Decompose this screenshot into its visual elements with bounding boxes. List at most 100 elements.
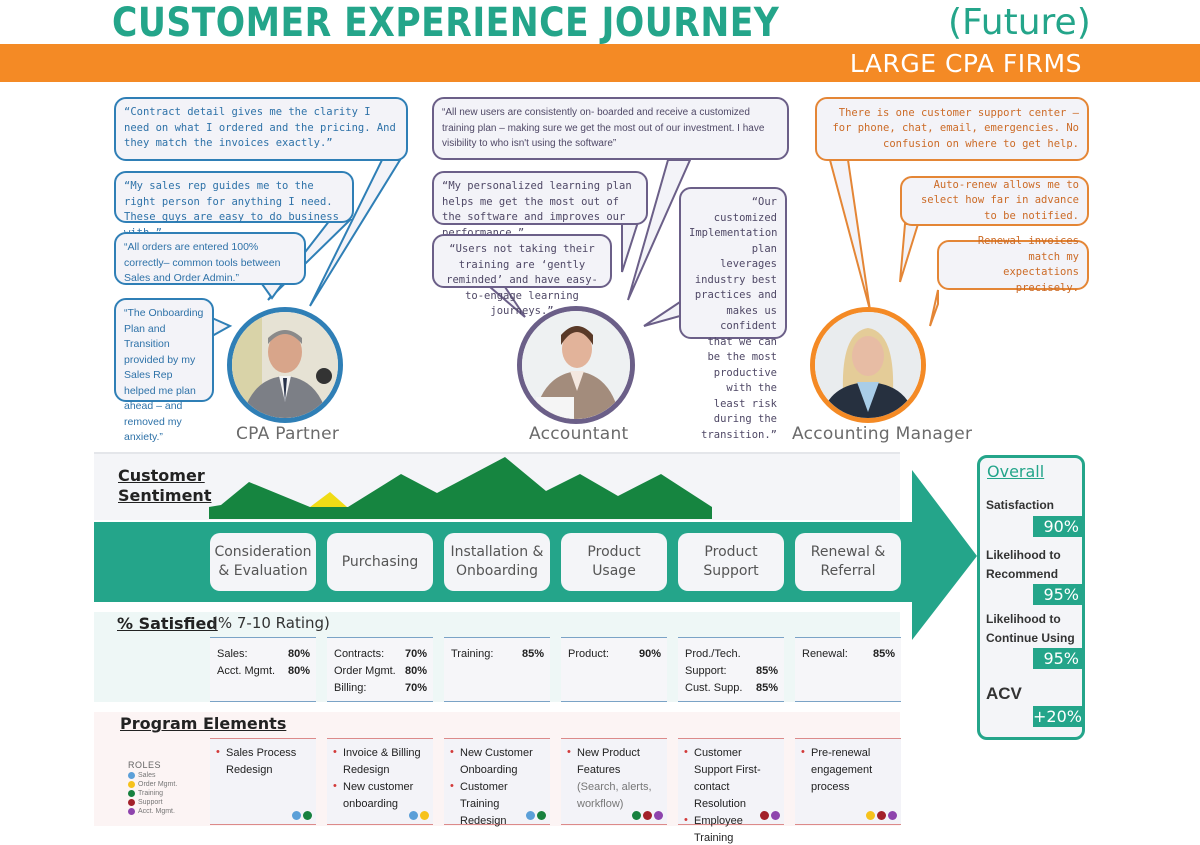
stage-label: & Evaluation: [218, 563, 308, 579]
satisfied-value: 85%: [755, 682, 778, 694]
quote-bubble: “Our customized Implementation plan leve…: [679, 187, 787, 441]
stage-consideration[interactable]: Consideration & Evaluation: [210, 533, 316, 591]
satisfied-subheading: (% 7-10 Rating): [212, 614, 330, 632]
role-dots: [409, 811, 429, 820]
stage-renewal[interactable]: Renewal &Referral: [795, 533, 901, 591]
accounting-manager-avatar: [810, 307, 926, 423]
program-card: Invoice & Billing RedesignNew customer o…: [327, 738, 433, 825]
persona-name: CPA Partner: [236, 424, 340, 444]
quote-text: “My personalized learning plan helps me …: [442, 180, 632, 239]
role-name: Sales: [138, 772, 156, 779]
role-dot-icon: [420, 811, 429, 820]
program-item: Customer Training Redesign: [450, 778, 546, 830]
stage-label: Referral: [820, 563, 876, 579]
overall-heading: Overall: [987, 462, 1045, 481]
role-name: Support: [138, 799, 163, 806]
roles-title: ROLES: [128, 760, 162, 770]
role-dots: [866, 811, 897, 820]
program-card: New Product Features(Search, alerts, wor…: [561, 738, 667, 825]
satisfied-label: Product:: [568, 648, 609, 660]
quote-text: There is one customer support center – f…: [832, 106, 1079, 150]
satisfied-value: 70%: [404, 648, 427, 660]
role-dot-icon: [128, 772, 135, 779]
satisfied-row: Sales: 80%: [217, 646, 310, 663]
role-dot-icon: [128, 790, 135, 797]
program-item: Customer Support First-contact Resolutio…: [684, 744, 780, 813]
satisfied-card: Renewal:85%: [795, 637, 901, 702]
role-dot-icon: [771, 811, 780, 820]
quote-text: Renewal invoices match my expectations p…: [977, 235, 1079, 294]
role-dot-icon: [537, 811, 546, 820]
quote-text: “Contract detail gives me the clarity I …: [124, 106, 396, 149]
stage-label: Product: [587, 544, 641, 560]
title-main: CUSTOMER EXPERIENCE JOURNEY: [112, 0, 780, 46]
program-item: Invoice & Billing Redesign: [333, 744, 429, 779]
persona-name: Accounting Manager: [792, 424, 973, 444]
role-dots: [526, 811, 546, 820]
stage-installation[interactable]: Installation & Onboarding: [444, 533, 550, 591]
role-dot-icon: [643, 811, 652, 820]
satisfied-label: Sales:: [217, 648, 248, 660]
metric-label-line: Continue Using: [986, 631, 1075, 645]
title-suffix: (Future): [948, 2, 1091, 43]
role-legend-item: Training: [128, 789, 177, 798]
satisfied-label: Support:: [685, 665, 727, 677]
satisfied-label: Prod./Tech.: [685, 648, 741, 660]
role-dot-icon: [128, 799, 135, 806]
stage-label: Installation &: [450, 544, 544, 560]
role-name: Training: [138, 790, 164, 797]
satisfied-label: Contracts:: [334, 648, 385, 660]
satisfied-value: 90%: [638, 648, 661, 660]
stage-label: Onboarding: [456, 563, 538, 579]
satisfied-label: Renewal:: [802, 648, 848, 660]
program-item: Sales Process Redesign: [216, 744, 312, 779]
program-item: New customer onboarding: [333, 778, 429, 813]
program-card: Pre-renewal engagement process: [795, 738, 901, 825]
metric-label-line: Recommend: [986, 567, 1059, 581]
person-photo-icon: [522, 311, 630, 419]
satisfied-value: 70%: [404, 682, 427, 694]
metric-value: 95%: [1033, 648, 1083, 669]
accountant-avatar: [517, 306, 635, 424]
satisfied-row: Billing:70%: [334, 680, 427, 697]
program-item: New Product Features: [567, 744, 663, 779]
stage-purchasing[interactable]: Purchasing: [327, 533, 433, 591]
satisfied-row: Prod./Tech.: [685, 646, 778, 663]
satisfied-value: 85%: [755, 665, 778, 677]
satisfied-row: Acct. Mgmt.80%: [217, 663, 310, 680]
satisfied-row: Renewal:85%: [802, 646, 895, 663]
page-title: CUSTOMER EXPERIENCE JOURNEY (Future): [112, 0, 1091, 46]
satisfied-value: 80%: [287, 648, 310, 660]
quote-bubble: There is one customer support center – f…: [815, 97, 1089, 161]
quote-text: “All new users are consistently on- boar…: [442, 107, 765, 149]
role-dots: [760, 811, 780, 820]
program-heading: Program Elements: [120, 714, 287, 733]
role-dot-icon: [760, 811, 769, 820]
program-card: New Customer OnboardingCustomer Training…: [444, 738, 550, 827]
role-legend-item: Acct. Mgmt.: [128, 807, 177, 816]
quote-bubble: Renewal invoices match my expectations p…: [937, 235, 1089, 294]
role-dot-icon: [292, 811, 301, 820]
segment-banner: LARGE CPA FIRMS: [0, 44, 1200, 82]
satisfied-value: 80%: [404, 665, 427, 677]
stage-label: Product: [704, 544, 758, 560]
sentiment-dip-marker: [310, 492, 347, 507]
satisfied-row: Contracts: 70%: [334, 646, 427, 663]
program-band: [94, 712, 900, 736]
persona-name: Accountant: [529, 424, 629, 444]
role-dot-icon: [866, 811, 875, 820]
acv-value: +20%: [1033, 706, 1083, 727]
role-dots: [632, 811, 663, 820]
stage-label: Consideration: [214, 544, 312, 560]
satisfied-label: Cust. Supp.: [685, 682, 743, 694]
quote-bubble: “All orders are entered 100% correctly– …: [114, 232, 306, 285]
program-note: (Search, alerts, workflow): [577, 781, 652, 810]
metric-label: Satisfaction: [986, 496, 1054, 515]
role-dot-icon: [409, 811, 418, 820]
person-photo-icon: [815, 312, 921, 418]
sentiment-mountains: [209, 457, 712, 519]
